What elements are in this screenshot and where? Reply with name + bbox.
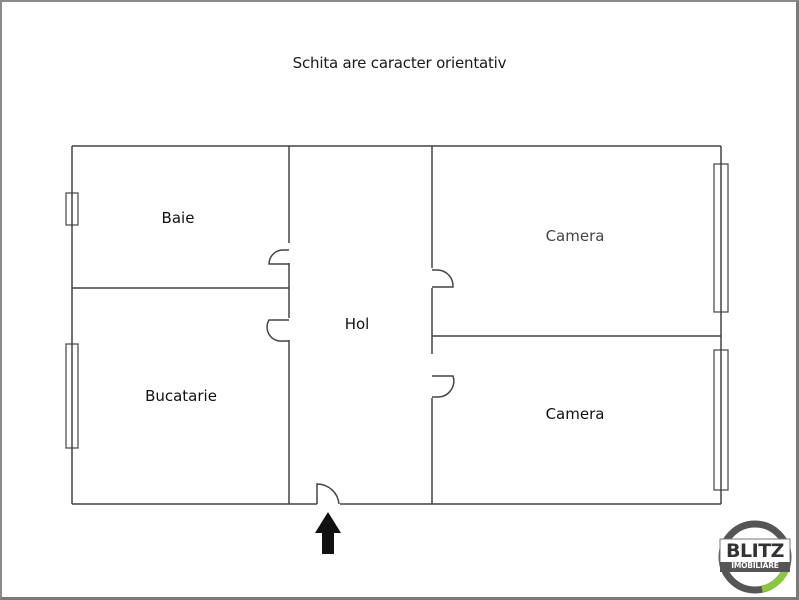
room-label-hol: Hol xyxy=(344,315,370,333)
blitz-imobiliare-logo: BLITZ IMOBILIARE xyxy=(718,520,792,594)
room-label-baie: Baie xyxy=(161,209,195,227)
logo-brand: BLITZ xyxy=(726,540,784,562)
sketch-disclaimer: Schita are caracter orientativ xyxy=(292,54,507,72)
door-camera-bottom xyxy=(432,375,455,398)
logo-subtitle: IMOBILIARE xyxy=(731,561,779,570)
door-bucatarie xyxy=(266,319,289,342)
door-camera-top xyxy=(432,269,454,288)
door-baie xyxy=(268,249,289,265)
room-label-camera-top: Camera xyxy=(545,227,605,245)
arrow-up-icon xyxy=(315,512,341,554)
room-label-bucatarie: Bucatarie xyxy=(145,387,217,405)
door-entrance xyxy=(316,483,340,505)
room-label-camera-bottom: Camera xyxy=(545,405,605,423)
blitz-logo-ring xyxy=(718,520,792,594)
